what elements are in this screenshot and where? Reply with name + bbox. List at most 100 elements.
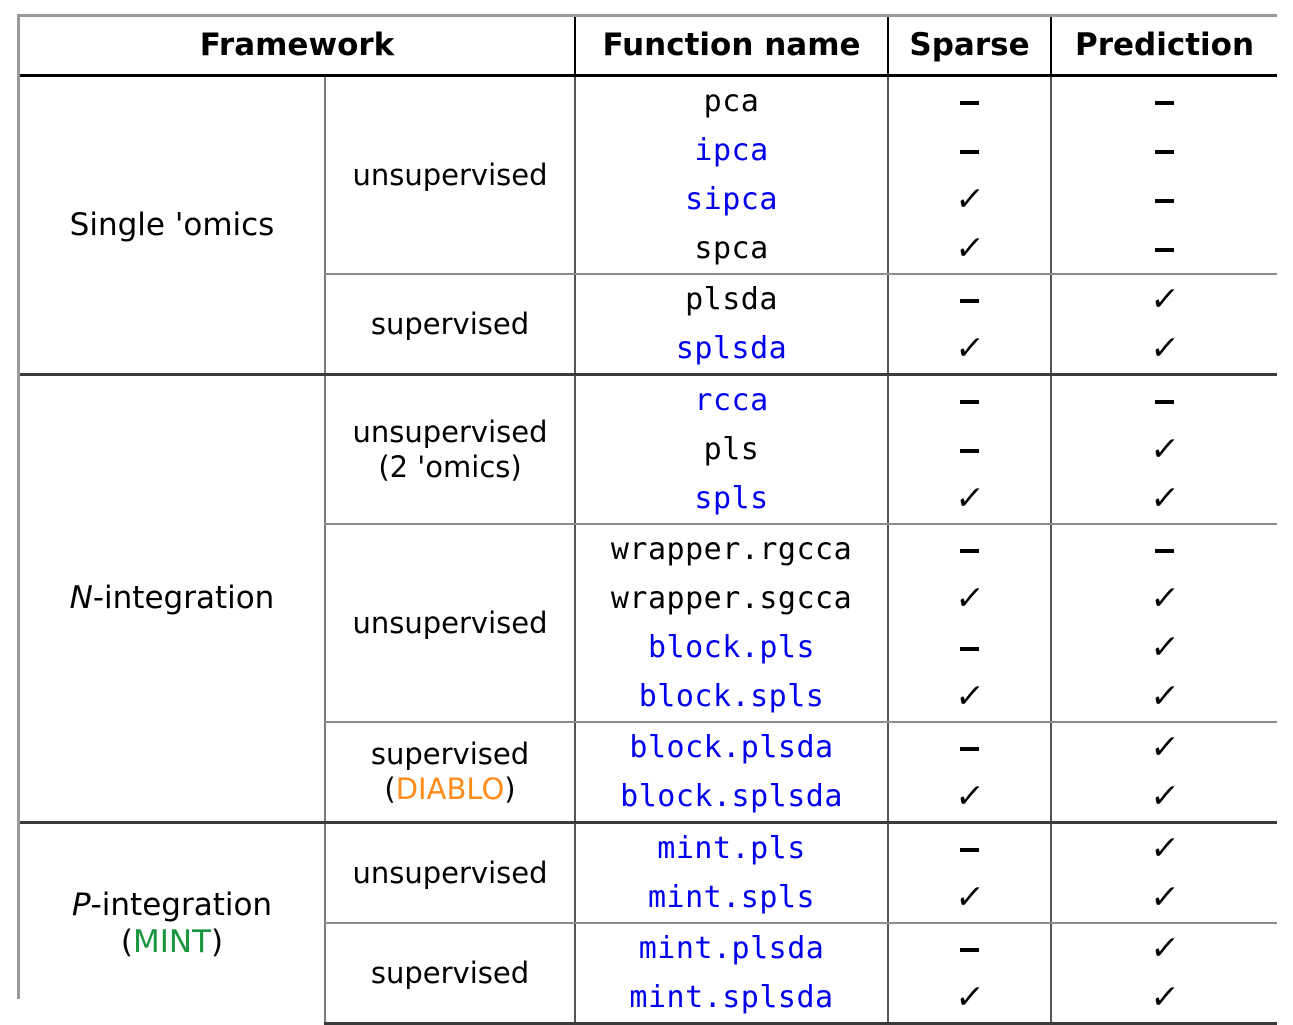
sparse-mark-cell xyxy=(887,524,1052,574)
framework-label: Single 'omics xyxy=(69,206,275,243)
framework-italic-prefix: N xyxy=(69,580,93,617)
dash-icon xyxy=(1155,548,1175,553)
check-icon: ✓ xyxy=(1148,726,1181,766)
table-row: splsda✓✓ xyxy=(20,324,1278,376)
sparse-mark-cell: ✓ xyxy=(887,873,1052,924)
check-icon: ✓ xyxy=(953,675,986,715)
check-icon: ✓ xyxy=(953,876,986,916)
dash-icon xyxy=(960,847,980,852)
dash-icon xyxy=(1155,100,1175,105)
sparse-mark-cell: ✓ xyxy=(887,175,1052,224)
table-header: Framework Function name Sparse Predictio… xyxy=(20,17,1278,77)
analysis-type-label: unsupervised xyxy=(352,605,548,640)
sparse-mark-cell xyxy=(887,75,1052,126)
dash-icon xyxy=(1155,247,1175,252)
function-name-link[interactable]: splsda xyxy=(574,324,889,376)
prediction-mark-cell xyxy=(1050,75,1278,126)
sparse-mark-cell xyxy=(887,822,1052,873)
function-name-link[interactable]: sipca xyxy=(574,175,889,224)
framework-function-table: Framework Function name Sparse Predictio… xyxy=(20,17,1278,1025)
prediction-mark-cell: ✓ xyxy=(1050,574,1278,623)
acronym-text: MINT xyxy=(132,923,211,960)
check-icon: ✓ xyxy=(953,775,986,815)
function-name-link[interactable]: mint.pls xyxy=(574,822,889,873)
prediction-mark-cell: ✓ xyxy=(1050,672,1278,723)
analysis-type-label: supervised xyxy=(370,737,530,772)
dash-icon xyxy=(960,646,980,651)
function-name-link[interactable]: rcca xyxy=(574,374,889,425)
paren-open: ( xyxy=(384,772,396,806)
table-row: supervised(DIABLO)block.plsda ✓ xyxy=(20,722,1278,824)
sparse-mark-cell: ✓ xyxy=(887,574,1052,623)
sparse-mark-cell: ✓ xyxy=(887,973,1052,1025)
sparse-mark-cell: ✓ xyxy=(887,224,1052,275)
sparse-mark-cell xyxy=(887,425,1052,474)
function-name-link[interactable]: block.pls xyxy=(574,623,889,672)
prediction-mark-cell: ✓ xyxy=(1050,623,1278,672)
prediction-mark-cell xyxy=(1050,224,1278,275)
check-icon: ✓ xyxy=(1148,327,1181,367)
check-icon: ✓ xyxy=(1148,428,1181,468)
check-icon: ✓ xyxy=(1148,976,1181,1016)
check-icon: ✓ xyxy=(1148,626,1181,666)
check-icon: ✓ xyxy=(953,577,986,617)
sparse-mark-cell: ✓ xyxy=(887,772,1052,824)
prediction-mark-cell xyxy=(1050,126,1278,175)
check-icon: ✓ xyxy=(1148,775,1181,815)
dash-icon xyxy=(960,947,980,952)
check-icon: ✓ xyxy=(1148,477,1181,517)
sparse-mark-cell xyxy=(887,274,1052,324)
table-row: spls ✓ ✓ xyxy=(20,474,1278,525)
sparse-mark-cell xyxy=(887,722,1052,772)
check-icon: ✓ xyxy=(953,477,986,517)
check-icon: ✓ xyxy=(1148,827,1181,867)
prediction-mark-cell: ✓ xyxy=(1050,973,1278,1025)
table-row: sipca✓ xyxy=(20,175,1278,224)
table-row: wrapper.sgcca ✓ ✓ xyxy=(20,574,1278,623)
column-header-framework: Framework xyxy=(20,17,576,77)
function-name-link[interactable]: block.splsda xyxy=(574,772,889,824)
sparse-mark-cell xyxy=(887,623,1052,672)
function-name-link[interactable]: ipca xyxy=(574,126,889,175)
sparse-mark-cell xyxy=(887,923,1052,973)
table-row: pls ✓ xyxy=(20,425,1278,474)
function-name: wrapper.sgcca xyxy=(574,574,889,623)
analysis-type-label: unsupervised xyxy=(352,855,548,890)
sparse-mark-cell: ✓ xyxy=(887,672,1052,723)
dash-icon xyxy=(960,149,980,154)
analysis-type-label: supervised xyxy=(370,306,530,341)
check-icon: ✓ xyxy=(953,227,986,267)
paren-close: ) xyxy=(211,923,224,960)
acronym-label: (DIABLO) xyxy=(326,772,574,807)
analysis-type-cell: supervised(DIABLO) xyxy=(323,722,576,824)
function-name-link[interactable]: mint.plsda xyxy=(574,923,889,973)
prediction-mark-cell: ✓ xyxy=(1050,923,1278,973)
function-name-link[interactable]: mint.splsda xyxy=(574,973,889,1025)
function-name: spca xyxy=(574,224,889,275)
column-header-sparse: Sparse xyxy=(887,17,1052,77)
analysis-type-cell: supervised xyxy=(323,923,576,1025)
prediction-mark-cell: ✓ xyxy=(1050,274,1278,324)
analysis-type-label: supervised xyxy=(370,955,530,990)
framework-italic-prefix: P xyxy=(71,887,91,924)
column-header-function-name: Function name xyxy=(574,17,889,77)
dash-icon xyxy=(960,448,980,453)
prediction-mark-cell xyxy=(1050,524,1278,574)
analysis-type-cell: unsupervised xyxy=(323,75,576,275)
dash-icon xyxy=(960,548,980,553)
function-name-link[interactable]: block.spls xyxy=(574,672,889,723)
framework-cell: Single 'omics xyxy=(20,75,325,376)
framework-cell: P-integration(MINT) xyxy=(20,822,325,1024)
framework-label: N-integration xyxy=(69,580,275,617)
function-name-link[interactable]: block.plsda xyxy=(574,722,889,772)
function-name: pls xyxy=(574,425,889,474)
column-header-prediction: Prediction xyxy=(1050,17,1278,77)
function-name-link[interactable]: mint.spls xyxy=(574,873,889,924)
framework-label: P-integration xyxy=(71,887,273,924)
dash-icon xyxy=(960,100,980,105)
paren-open: ( xyxy=(120,923,133,960)
function-name-link[interactable]: spls xyxy=(574,474,889,525)
